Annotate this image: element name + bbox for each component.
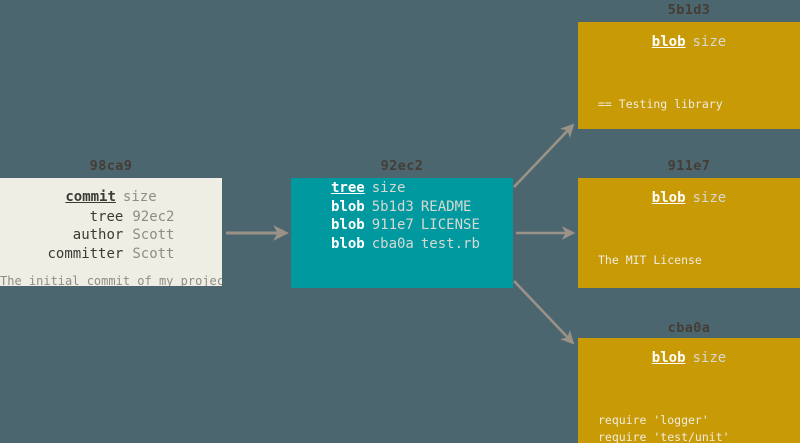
hash-label-blob-911e7: 911e7 (667, 158, 711, 174)
list-item[interactable]: blob 911e7 LICENSE (331, 216, 513, 235)
tree-type-label: tree (331, 180, 365, 196)
table-row: author Scott (47, 226, 175, 244)
tree-entry-name: test.rb (420, 235, 480, 252)
hash-label-commit: 98ca9 (89, 158, 133, 174)
tree-entry-type: blob (331, 235, 365, 252)
commit-field-key: committer (47, 245, 124, 262)
node-blob-911e7[interactable]: blob size The MIT License Copyright (c) 2… (578, 178, 800, 288)
commit-header: commit size (0, 178, 222, 206)
blob-type-label: blob (651, 34, 686, 50)
blob-type-label: blob (651, 190, 686, 206)
commit-field-key: author (72, 227, 124, 244)
blob-size-label: size (692, 34, 727, 50)
tree-header-row: tree size (331, 179, 513, 198)
commit-field-value: Scott (132, 227, 175, 244)
tree-entry-type: blob (331, 198, 365, 215)
blob-type-label: blob (651, 350, 686, 366)
hash-label-blob-5b1d3: 5b1d3 (667, 2, 711, 18)
blob-header: blob size (578, 178, 800, 207)
commit-message: The initial commit of my project (0, 274, 222, 286)
blob-content-paragraph: == Testing library (598, 97, 723, 112)
blob-header: blob size (578, 338, 800, 367)
hash-label-tree: 92ec2 (380, 158, 424, 174)
blob-size-label: size (692, 190, 727, 206)
tree-size-label: size (371, 180, 406, 196)
list-item[interactable]: blob 5b1d3 README (331, 198, 513, 217)
tree-entry-hash: 5b1d3 (371, 198, 414, 215)
tree-entry-hash: cba0a (371, 235, 414, 252)
node-blob-5b1d3[interactable]: blob size == Testing library This library… (578, 22, 800, 129)
table-row: committer Scott (47, 245, 174, 263)
blob-content: == Testing library This library is used … (598, 64, 800, 129)
tree-entry-list: tree size blob 5b1d3 README blob 911e7 LICENS… (331, 179, 513, 253)
commit-field-value: Scott (132, 245, 175, 262)
node-blob-cba0a[interactable]: blob size require 'logger' require 'test/… (578, 338, 800, 443)
commit-size-label: size (122, 189, 157, 205)
node-commit-98ca9[interactable]: commit size tree 92ec2 author Scott commi… (0, 178, 222, 286)
hash-label-blob-cba0a: cba0a (667, 320, 711, 336)
blob-header: blob size (578, 22, 800, 51)
tree-entry-name: LICENSE (420, 217, 480, 234)
list-item[interactable]: blob cba0a test.rb (331, 235, 513, 254)
blob-content-paragraph: The MIT License (598, 253, 702, 268)
node-tree-92ec2[interactable]: tree size blob 5b1d3 README blob 911e7 LICENS… (291, 178, 513, 288)
commit-field-key: tree (89, 208, 124, 225)
commit-type-label: commit (65, 189, 116, 205)
tree-entry-type: blob (331, 217, 365, 234)
commit-fields-table: tree 92ec2 author Scott committer Scott (47, 208, 174, 263)
blob-content: require 'logger' require 'test/unit' cla… (598, 380, 800, 443)
tree-entry-name: README (420, 198, 472, 215)
edge-tree-to-blob-cba0a (513, 280, 575, 345)
tree-entry-hash: 911e7 (371, 217, 414, 234)
table-row: tree 92ec2 (47, 208, 175, 226)
blob-size-label: size (692, 350, 727, 366)
blob-content-paragraph: require 'logger' require 'test/unit' (598, 413, 730, 443)
edge-tree-to-blob-5b1d3 (513, 123, 575, 188)
commit-field-value: 92ec2 (132, 208, 175, 225)
blob-content: The MIT License Copyright (c) 2008 Scott… (598, 220, 800, 288)
